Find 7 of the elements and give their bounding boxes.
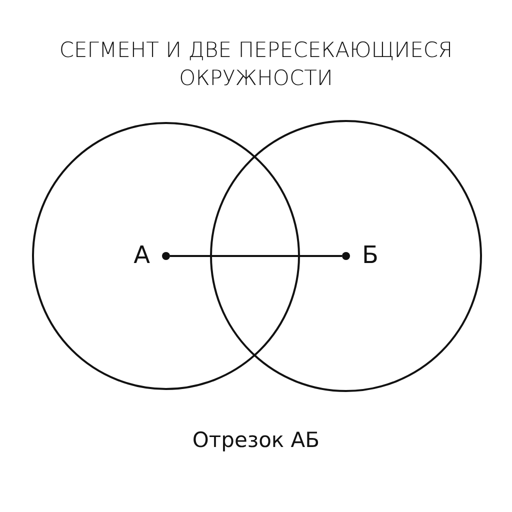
point-label: Б — [362, 241, 378, 269]
line-segment — [170, 255, 342, 257]
circle — [32, 122, 300, 390]
circle — [210, 120, 482, 392]
point-label: А — [134, 241, 150, 269]
diagram-title: СЕГМЕНТ И ДВЕ ПЕРЕСЕКАЮЩИЕСЯ ОКРУЖНОСТИ — [58, 37, 454, 92]
diagram-caption: Отрезок АБ — [191, 427, 321, 454]
